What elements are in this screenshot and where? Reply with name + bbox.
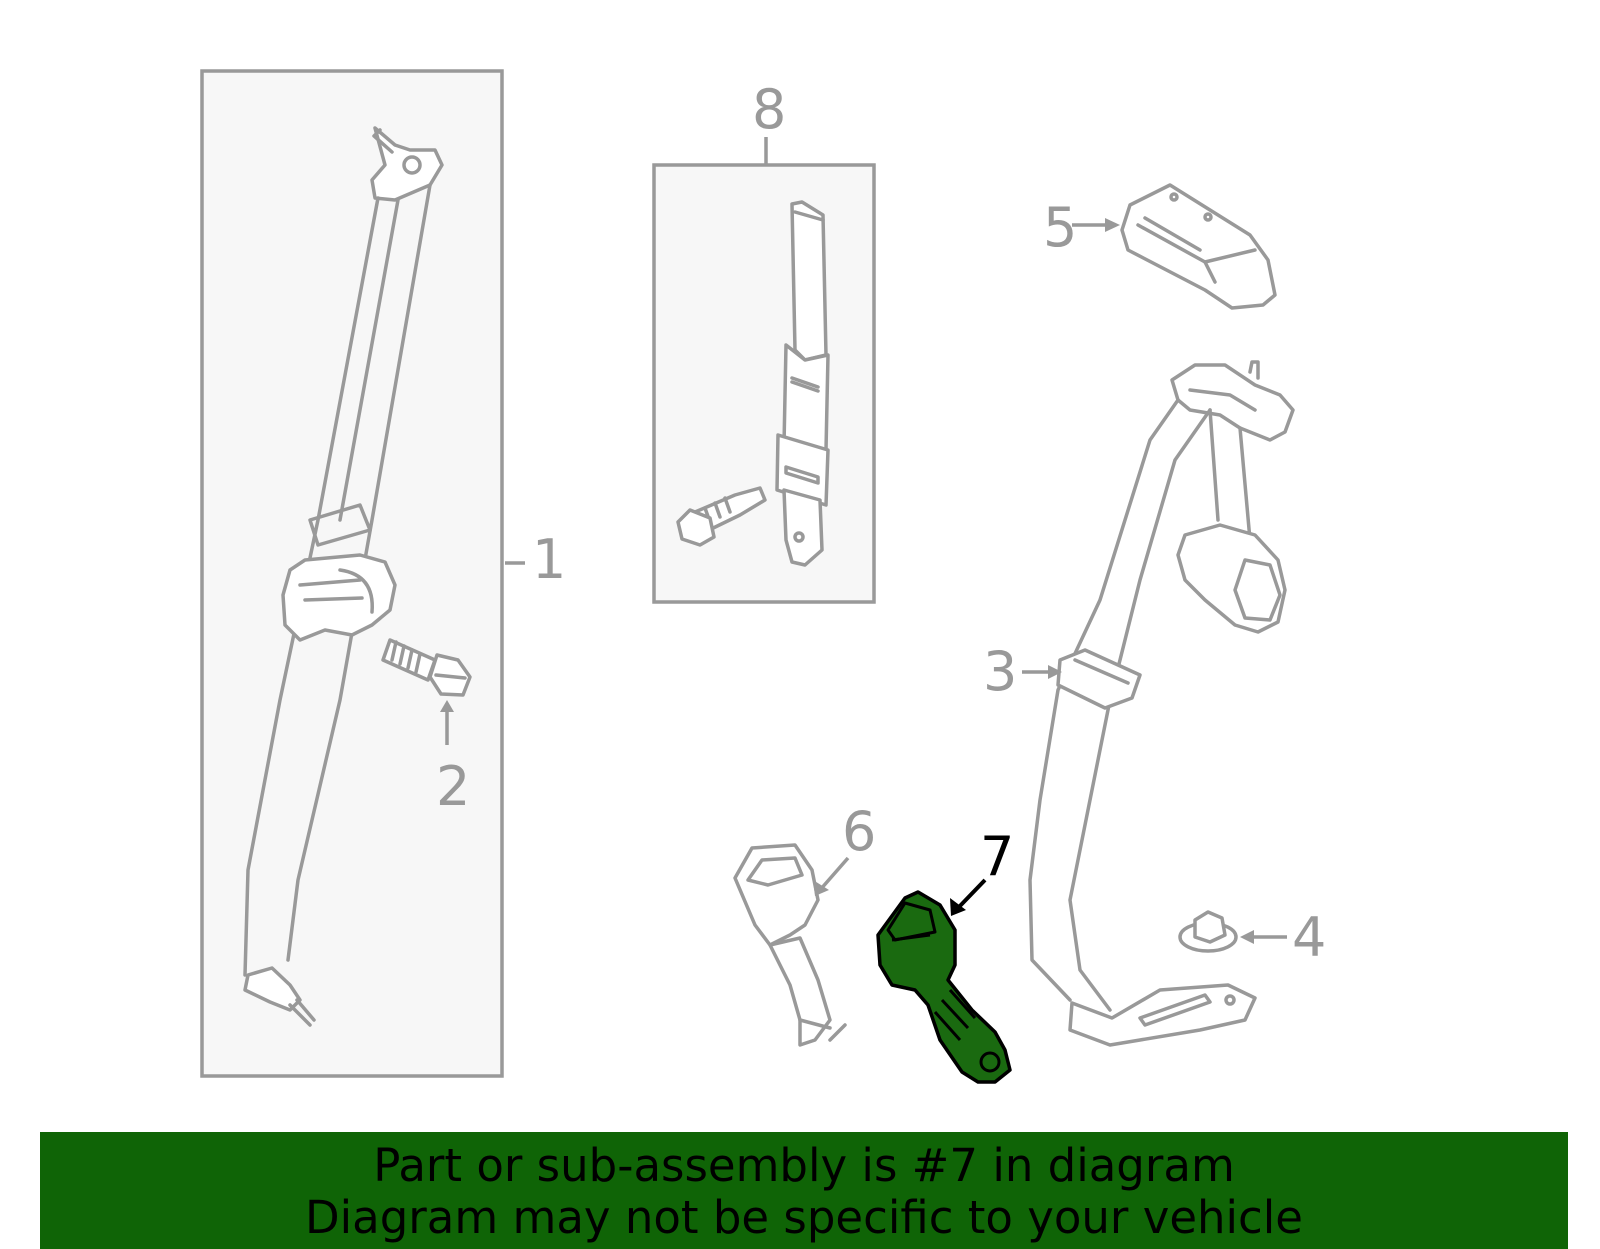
- part-8-belt-strap[interactable]: [676, 200, 830, 567]
- part-4-nut[interactable]: [1178, 910, 1238, 953]
- part-5-cover[interactable]: [1120, 183, 1277, 310]
- part-2-bolt[interactable]: [381, 638, 472, 697]
- callout-2: 2: [436, 755, 470, 818]
- info-banner: Part or sub-assembly is #7 in diagram Di…: [40, 1132, 1568, 1249]
- part-3-rear-belt-assembly[interactable]: [1028, 360, 1295, 1047]
- part-6-buckle[interactable]: [733, 843, 847, 1047]
- callout-3: 3: [983, 640, 1017, 703]
- callout-5: 5: [1043, 196, 1077, 259]
- callout-6: 6: [842, 800, 876, 863]
- banner-line-1: Part or sub-assembly is #7 in diagram: [373, 1139, 1235, 1192]
- callout-7: 7: [980, 825, 1014, 888]
- callout-1: 1: [532, 528, 566, 591]
- banner-line-2: Diagram may not be specific to your vehi…: [305, 1191, 1303, 1244]
- part-1-seat-belt-assembly[interactable]: [243, 126, 444, 1027]
- callout-4: 4: [1292, 906, 1326, 969]
- callout-8: 8: [752, 78, 786, 141]
- part-7-buckle-highlighted[interactable]: [876, 890, 1012, 1084]
